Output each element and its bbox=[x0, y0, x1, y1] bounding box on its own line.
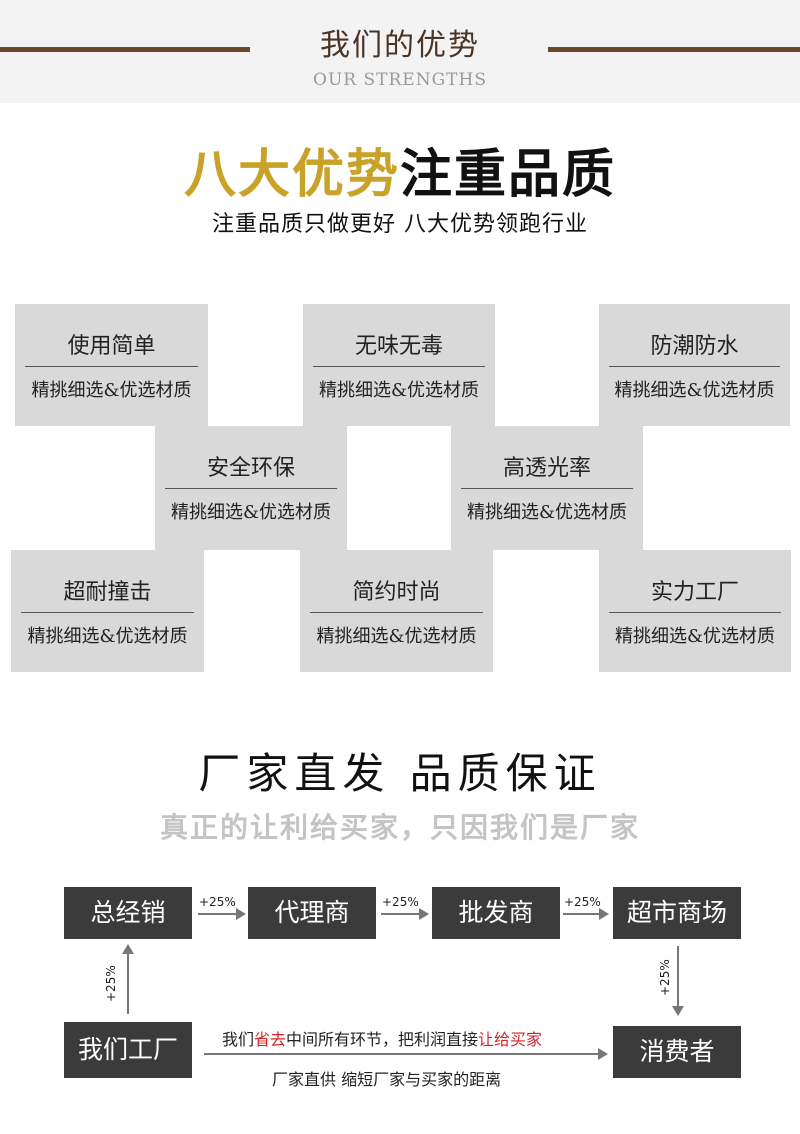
tile-title: 实力工厂 bbox=[650, 580, 739, 605]
tile-7: 简约时尚 精挑细选&优选材质 bbox=[300, 550, 493, 672]
markup-label-3: +25% bbox=[564, 895, 601, 909]
note-part-a: 我们 bbox=[222, 1030, 255, 1049]
tile-8: 实力工厂 精挑细选&优选材质 bbox=[599, 550, 791, 672]
section-subtitle: OUR STRENGTHS bbox=[313, 70, 487, 90]
arrow-down bbox=[672, 946, 684, 1016]
tagline: 注重品质只做更好 八大优势领跑行业 bbox=[212, 212, 588, 237]
tile-subtitle: 精挑细选&优选材质 bbox=[170, 502, 332, 523]
tile-3: 防潮防水 精挑细选&优选材质 bbox=[599, 304, 790, 426]
tile-rule bbox=[21, 612, 194, 613]
direct-subnote: 厂家直供 缩短厂家与买家的距离 bbox=[272, 1070, 502, 1089]
arrow-right-3 bbox=[563, 908, 609, 920]
tile-subtitle: 精挑细选&优选材质 bbox=[614, 380, 775, 401]
tile-title: 安全环保 bbox=[206, 456, 295, 481]
arrow-direct bbox=[204, 1048, 608, 1060]
markup-label-down: +25% bbox=[658, 959, 672, 996]
consumer-box: 消费者 bbox=[613, 1026, 741, 1078]
factory-subtitle: 真正的让利给买家，只因我们是厂家 bbox=[159, 811, 640, 844]
tile-title: 简约时尚 bbox=[352, 580, 441, 605]
factory-box: 我们工厂 bbox=[64, 1022, 192, 1078]
tile-title: 无味无毒 bbox=[354, 334, 443, 359]
heading-dark: 注重品质 bbox=[400, 144, 617, 205]
tile-subtitle: 精挑细选&优选材质 bbox=[316, 626, 477, 647]
factory-title: 厂家直发 品质保证 bbox=[198, 749, 602, 798]
tile-rule bbox=[461, 488, 633, 489]
tile-rule bbox=[609, 366, 780, 367]
tile-4: 安全环保 精挑细选&优选材质 bbox=[155, 426, 347, 550]
direct-note: 我们省去中间所有环节，把利润直接让给买家 bbox=[222, 1026, 542, 1050]
header-rule-right bbox=[548, 47, 800, 52]
tile-title: 防潮防水 bbox=[650, 334, 739, 359]
arrow-right-2 bbox=[381, 908, 429, 920]
tile-subtitle: 精挑细选&优选材质 bbox=[27, 626, 188, 647]
heading-gold: 八大优势 bbox=[183, 144, 400, 205]
tile-rule bbox=[25, 366, 198, 367]
markup-label-up: +25% bbox=[104, 965, 118, 1002]
note-part-c: 中间所有环节，把利润直接 bbox=[286, 1030, 479, 1049]
tile-2: 无味无毒 精挑细选&优选材质 bbox=[303, 304, 495, 426]
arrow-right-1 bbox=[198, 908, 246, 920]
tile-title: 使用简单 bbox=[67, 334, 156, 359]
section-title: 我们的优势 bbox=[320, 28, 480, 63]
main-heading: 八大优势注重品质 bbox=[0, 132, 800, 207]
markup-label-2: +25% bbox=[382, 895, 419, 909]
arrow-up bbox=[122, 944, 134, 1014]
header-rule-left bbox=[0, 47, 250, 52]
flow-box-wholesaler: 批发商 bbox=[432, 887, 560, 939]
tile-1: 使用简单 精挑细选&优选材质 bbox=[15, 304, 208, 426]
flow-box-supermarket: 超市商场 bbox=[613, 887, 741, 939]
tile-rule bbox=[609, 612, 781, 613]
tile-subtitle: 精挑细选&优选材质 bbox=[318, 380, 480, 401]
tile-title: 超耐撞击 bbox=[63, 580, 152, 605]
tile-subtitle: 精挑细选&优选材质 bbox=[614, 626, 776, 647]
flow-box-agent: 代理商 bbox=[248, 887, 376, 939]
note-part-d: 让给买家 bbox=[478, 1030, 543, 1049]
tile-rule bbox=[165, 488, 337, 489]
tile-rule bbox=[313, 366, 485, 367]
tile-title: 高透光率 bbox=[502, 456, 591, 481]
tile-rule bbox=[310, 612, 483, 613]
tile-6: 超耐撞击 精挑细选&优选材质 bbox=[11, 550, 204, 672]
tile-5: 高透光率 精挑细选&优选材质 bbox=[451, 426, 643, 550]
tile-subtitle: 精挑细选&优选材质 bbox=[466, 502, 628, 523]
markup-label-1: +25% bbox=[199, 895, 236, 909]
tile-subtitle: 精挑细选&优选材质 bbox=[31, 380, 192, 401]
flow-box-distributor: 总经销 bbox=[64, 887, 192, 939]
note-part-b: 省去 bbox=[254, 1030, 287, 1049]
